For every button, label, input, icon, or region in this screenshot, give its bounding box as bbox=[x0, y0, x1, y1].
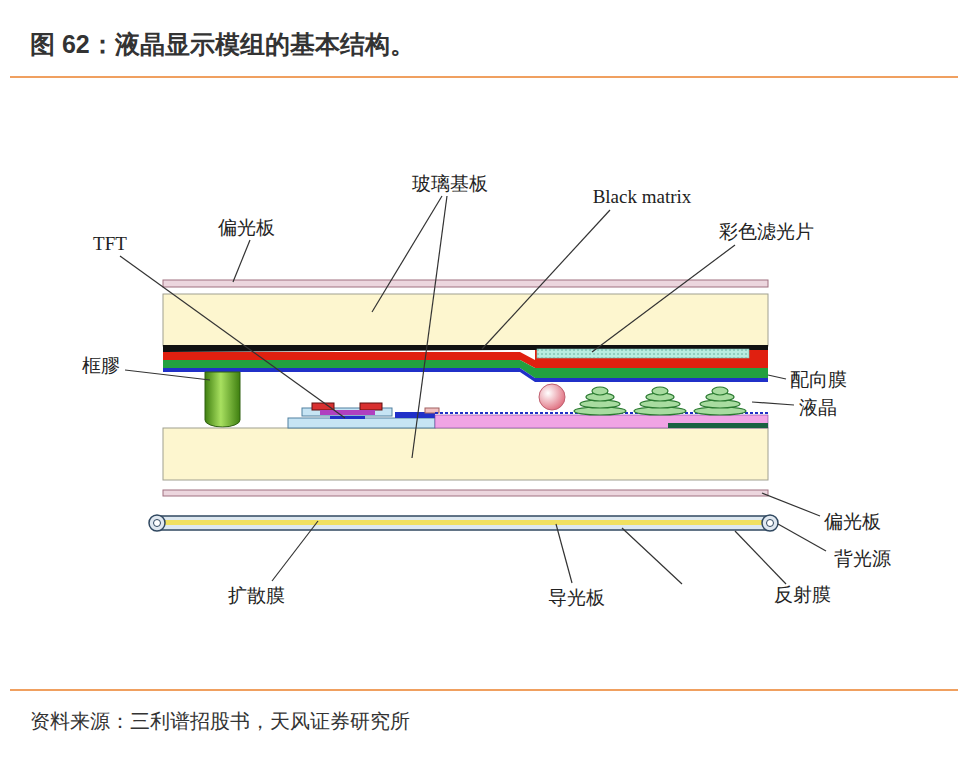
color-filter bbox=[537, 349, 749, 358]
part-label: 液晶 bbox=[799, 398, 837, 419]
part-label: 反射膜 bbox=[774, 585, 831, 606]
part-label: 背光源 bbox=[834, 549, 891, 570]
part-label: 偏光板 bbox=[824, 512, 881, 533]
spacer-ball bbox=[539, 384, 565, 410]
part-label: 配向膜 bbox=[790, 370, 847, 391]
tft-electrode bbox=[360, 403, 382, 410]
light-guide bbox=[157, 516, 770, 530]
lamp bbox=[762, 515, 778, 531]
polarizer bbox=[163, 280, 768, 287]
lamp bbox=[767, 520, 774, 527]
part-label: TFT bbox=[93, 234, 127, 255]
figure-title: 图 62：液晶显示模组的基本结构。 bbox=[30, 28, 415, 61]
part-label: 扩散膜 bbox=[228, 586, 285, 607]
rule bbox=[10, 76, 958, 78]
glass-substrate bbox=[163, 428, 768, 480]
pixel-electrode bbox=[435, 415, 768, 428]
liquid-crystal-molecule bbox=[652, 387, 668, 395]
part-label: 玻璃基板 bbox=[412, 174, 488, 195]
liquid-crystal-molecule bbox=[592, 387, 608, 395]
liquid-crystal bbox=[574, 387, 746, 415]
leader-lines bbox=[120, 196, 826, 584]
frame-glue bbox=[205, 372, 240, 427]
part-label: 导光板 bbox=[548, 588, 605, 609]
tft-channel bbox=[320, 410, 375, 415]
storage-line bbox=[668, 423, 768, 428]
polarizer bbox=[163, 490, 768, 496]
alignment-film bbox=[163, 368, 768, 382]
part-label: 框膠 bbox=[82, 356, 120, 377]
tft-gate bbox=[330, 416, 365, 419]
lamp bbox=[154, 520, 161, 527]
rule bbox=[10, 689, 958, 691]
liquid-crystal-molecule bbox=[712, 387, 728, 395]
part-label: 偏光板 bbox=[218, 218, 275, 239]
source-caption: 资料来源：三利谱招股书，天风证券研究所 bbox=[30, 708, 410, 735]
glass-substrate bbox=[163, 294, 768, 346]
part-label: Black matrix bbox=[593, 187, 692, 208]
red-layer bbox=[535, 350, 768, 360]
diffuser-film bbox=[160, 520, 767, 525]
tft-base bbox=[288, 418, 435, 428]
part-label: 彩色滤光片 bbox=[719, 222, 814, 243]
lamp bbox=[149, 515, 165, 531]
tft-electrode bbox=[312, 403, 334, 410]
